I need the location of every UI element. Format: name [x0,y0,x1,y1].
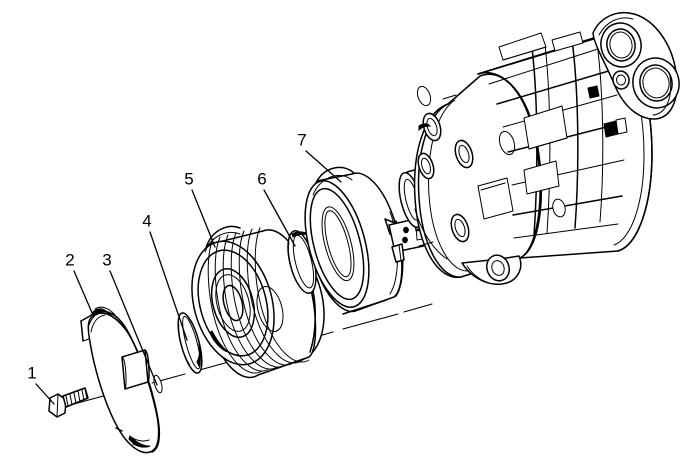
callout-leaders [35,150,342,405]
leader-line-2 [73,270,94,316]
refrigerant-port-flange [592,12,680,120]
part-bolt [48,387,89,418]
callout-number-3: 3 [102,250,111,269]
callout-number-7: 7 [297,130,306,149]
part-shim-ring [153,374,163,394]
callout-numbers: 1 2 3 4 5 6 7 [27,130,306,382]
side-terminal-nub [603,117,628,138]
leader-line-4 [149,231,188,341]
flange-bolt-bosses [417,112,516,243]
callout-number-6: 6 [257,169,266,188]
part-clutch-pulley [191,225,325,379]
callout-number-2: 2 [65,250,74,269]
part-field-coil [304,166,434,315]
leader-line-1 [35,383,55,405]
pulley-belt-grooves [207,227,310,374]
part-clutch-drive-plate [80,306,161,454]
bolt-thread-hatch [65,388,88,407]
front-housing-lugs [414,85,457,260]
leader-line-6 [263,189,296,247]
callout-number-1: 1 [27,363,36,382]
compressor-barrel [477,31,653,259]
part-retaining-ring-4 [177,312,203,374]
leader-line-7 [305,150,342,183]
part-compressor-body [398,12,680,285]
leader-line-3 [109,270,158,386]
lower-mounting-ear [461,254,522,285]
callout-number-4: 4 [142,211,151,230]
callout-number-5: 5 [184,169,193,188]
leader-line-5 [191,189,216,248]
